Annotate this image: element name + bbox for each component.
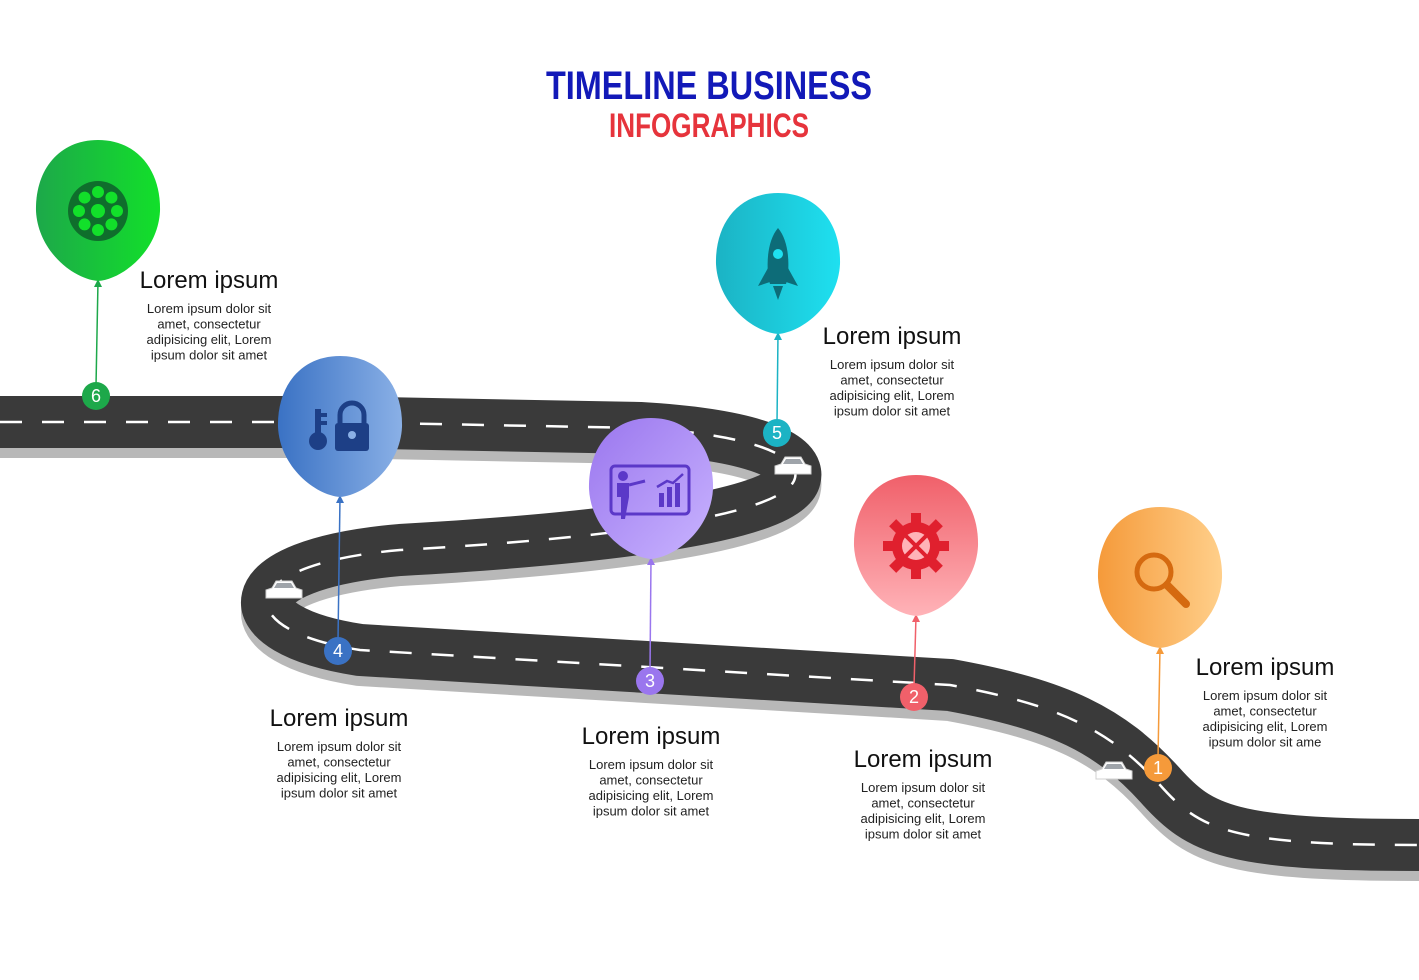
arrow-tip — [774, 332, 782, 340]
car-icon — [1095, 761, 1133, 780]
step-heading: Lorem ipsum — [140, 267, 279, 294]
step-body-line: adipisicing elit, Lorem — [588, 788, 713, 803]
step-body-line: Lorem ipsum dolor sit — [589, 757, 714, 772]
step-body-line: adipisicing elit, Lorem — [146, 332, 271, 347]
step-body-line: Lorem ipsum dolor sit — [277, 739, 402, 754]
rocket-icon — [758, 228, 798, 300]
step-body-line: amet, consectetur — [840, 373, 944, 388]
step-marker: 6 — [82, 382, 110, 410]
step-body-line: Lorem ipsum dolor sit — [861, 780, 986, 795]
step-marker: 2 — [900, 683, 928, 711]
step-body-line: amet, consectetur — [599, 773, 703, 788]
arrow-tip — [94, 279, 102, 287]
step-marker: 1 — [1144, 754, 1172, 782]
balloon — [588, 418, 714, 559]
magnifier-icon — [1134, 552, 1190, 608]
step-body-line: Lorem ipsum dolor sit — [830, 357, 955, 372]
step-body-line: ipsum dolor sit amet — [865, 827, 982, 842]
balloon-string — [337, 496, 341, 642]
step-number: 5 — [772, 423, 782, 443]
arrow-tip — [647, 557, 655, 565]
gear-tools-icon — [883, 513, 949, 579]
balloon-string — [95, 280, 99, 387]
presentation-chart-icon — [609, 464, 691, 519]
balloon-string — [649, 558, 652, 672]
step-marker: 4 — [324, 637, 352, 665]
step-marker: 5 — [763, 419, 791, 447]
step-body-line: adipisicing elit, Lorem — [860, 811, 985, 826]
key-lock-icon — [309, 400, 369, 451]
arrow-tip — [336, 495, 344, 503]
step-heading: Lorem ipsum — [270, 705, 409, 732]
step-heading: Lorem ipsum — [582, 723, 721, 750]
step-body-line: amet, consectetur — [1213, 704, 1317, 719]
step-body-line: adipisicing elit, Lorem — [1202, 719, 1327, 734]
step-body-line: amet, consectetur — [871, 796, 975, 811]
arrow-tip — [1156, 646, 1164, 654]
step-body-line: ipsum dolor sit ame — [1209, 735, 1322, 750]
step-marker: 3 — [636, 667, 664, 695]
step-body-line: adipisicing elit, Lorem — [829, 388, 954, 403]
step-number: 4 — [333, 641, 343, 661]
car-icon — [265, 580, 303, 599]
step-body-line: adipisicing elit, Lorem — [276, 770, 401, 785]
title-line-2: INFOGRAPHICS — [609, 107, 809, 145]
balloon — [1097, 507, 1223, 648]
step-body-line: ipsum dolor sit amet — [281, 786, 398, 801]
step-heading: Lorem ipsum — [854, 746, 993, 773]
step-heading: Lorem ipsum — [1196, 654, 1335, 681]
step-body-line: ipsum dolor sit amet — [151, 348, 268, 363]
car-icon — [774, 456, 812, 475]
step-body-line: ipsum dolor sit amet — [593, 804, 710, 819]
arrow-tip — [912, 614, 920, 622]
step-body-line: amet, consectetur — [157, 317, 261, 332]
step-number: 6 — [91, 386, 101, 406]
balloon-string — [913, 615, 917, 688]
step-heading: Lorem ipsum — [823, 323, 962, 350]
balloon-string — [1157, 647, 1161, 759]
title-line-1: TIMELINE BUSINESS — [546, 64, 872, 108]
film-reel-icon — [68, 181, 128, 241]
step-number: 3 — [645, 671, 655, 691]
step-body-line: Lorem ipsum dolor sit — [1203, 688, 1328, 703]
step-body-line: amet, consectetur — [287, 755, 391, 770]
balloon-string — [776, 333, 779, 424]
step-body-line: ipsum dolor sit amet — [834, 404, 951, 419]
step-body-line: Lorem ipsum dolor sit — [147, 301, 272, 316]
step-number: 1 — [1153, 758, 1163, 778]
step-number: 2 — [909, 687, 919, 707]
